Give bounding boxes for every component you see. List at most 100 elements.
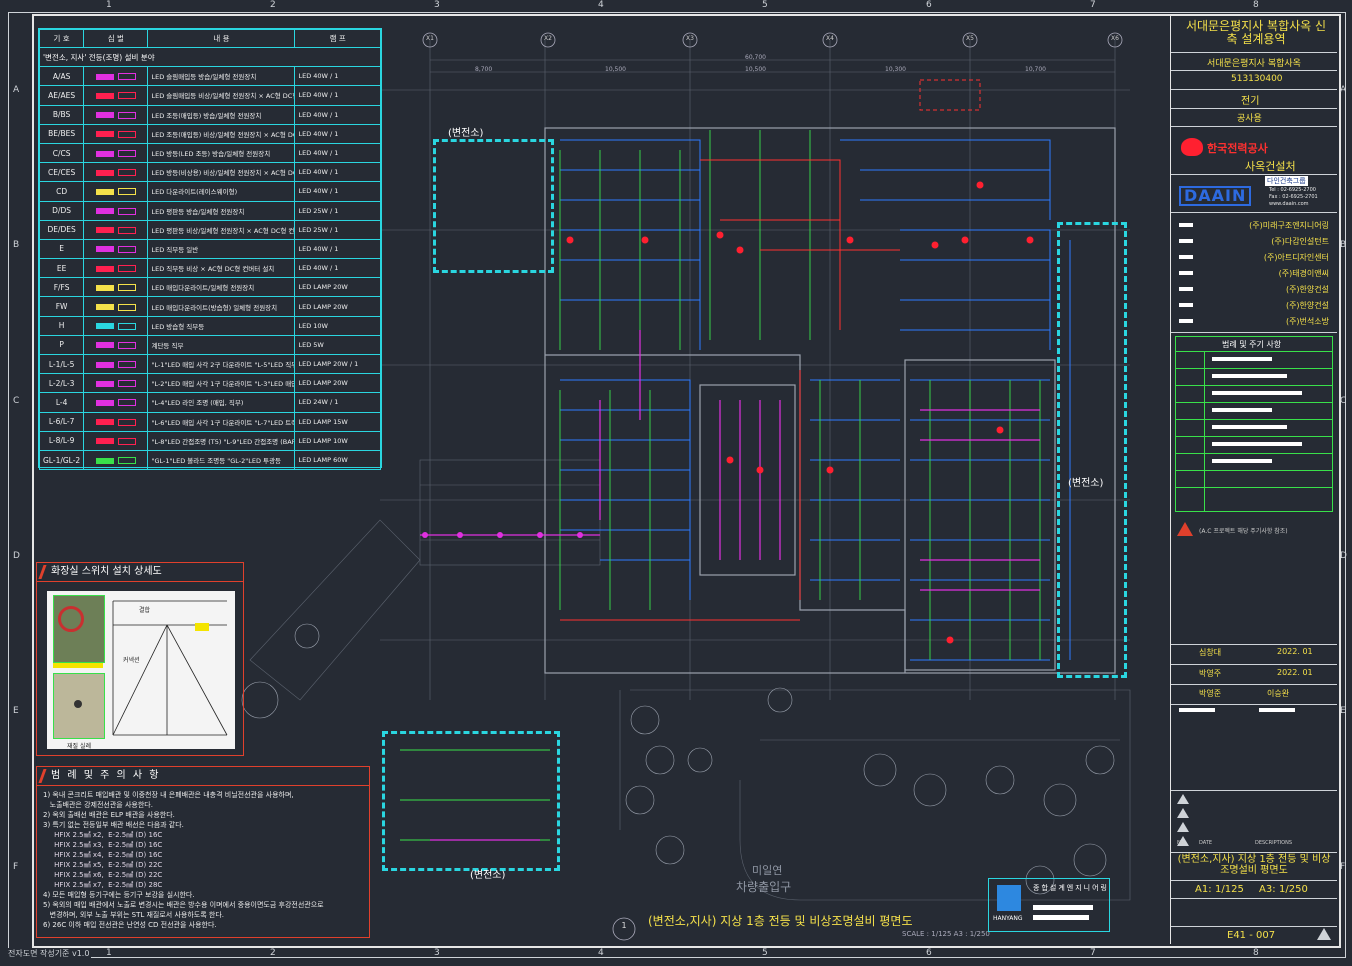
fixture-symbol-icon (117, 341, 136, 349)
legend-lamp: LED LAMP 20W (294, 296, 381, 317)
redacted-bar (1212, 459, 1272, 463)
legend-code: DE/DES (38, 219, 85, 240)
sign-name: 심창대 (1199, 648, 1222, 657)
legend-subtitle: '변전소, 지사' 전등(조명) 설비 분야 (39, 46, 381, 68)
fixture-symbol-icon (95, 150, 114, 157)
column-marker: 6 (926, 948, 932, 958)
tb-divider (1171, 684, 1337, 685)
consultant-redacted-2 (1033, 915, 1089, 920)
fixture-symbol-icon (95, 208, 114, 215)
legend-lamp: LED 40W / 1 (294, 123, 381, 144)
tb-divider (1171, 852, 1337, 853)
legend-symbol-icon (83, 373, 149, 394)
fixture-symbol-icon (95, 380, 114, 387)
switch-detail-drawing: 결합 커넥션 (47, 591, 235, 749)
column-marker: 4 (598, 0, 604, 10)
notes-text: 1) 옥내 콘크리트 매입배관 및 이중천장 내 은폐배관은 내충격 비닐전선관… (37, 786, 369, 930)
footer-note: 전자도면 작성기준 v1.0 (6, 948, 92, 959)
redacted-bar (1179, 223, 1193, 227)
grid-label: X1 (426, 35, 434, 42)
plan-title[interactable]: (변전소,지사) 지상 1층 전등 및 비상조명설비 평면도 (648, 914, 913, 928)
revision-legend-row (1176, 487, 1332, 488)
substation-zone-2[interactable] (1057, 222, 1127, 678)
sign-name: 박영주 (1199, 669, 1222, 678)
grid-label: X6 (1111, 35, 1119, 42)
tb-divider (1171, 108, 1337, 109)
legend-lamp: LED LAMP 15W (294, 411, 381, 432)
legend-lamp: LED 40W / 1 (294, 66, 381, 87)
legend-row: L-4"L-4"LED 라인 조명 (매입, 직부)LED 24W / 1 (38, 392, 381, 413)
sign-date: 2022. 01 (1277, 668, 1313, 677)
row-marker: C (13, 396, 20, 406)
legend-lamp: LED 40W / 1 (294, 104, 381, 125)
switch-detail-box[interactable]: 화장실 스위치 설치 상세도 결합 커넥션 재질 실례 (36, 562, 244, 756)
legend-lamp: LED LAMP 20W / 1 (294, 353, 381, 375)
partner-name: (주)아트디자인센터 (1263, 253, 1329, 262)
column-marker: 3 (434, 948, 440, 958)
fixture-symbol-icon (95, 246, 114, 253)
legend-code: CD (38, 181, 85, 202)
rev-col: DESCRIPTIONS (1255, 840, 1293, 846)
legend-code: EE (38, 258, 85, 279)
substation-zone-3[interactable] (382, 731, 560, 871)
substation-zone-1[interactable] (433, 139, 554, 273)
legend-row: L-2/L-3"L-2"LED 매입 사각 1구 다운라이트 "L-3"LED … (38, 373, 381, 394)
discipline: 전기 (1241, 96, 1260, 107)
legend-symbol-icon (83, 277, 149, 298)
note-line: HFIX 2.5㎟ x6, E-2.5㎟ (D) 22C (43, 871, 163, 879)
partner-name: (주)번석소방 (1285, 317, 1329, 326)
legend-symbol-icon (83, 296, 149, 317)
switch-photo-2 (53, 673, 105, 739)
redacted-bar (1212, 425, 1287, 429)
fixture-symbol-icon (95, 188, 114, 195)
partner-name: (주)한양건설 (1285, 285, 1329, 294)
legend-code: C/CS (38, 142, 85, 164)
consultant-redacted-1 (1033, 905, 1093, 910)
partner-name: (주)미래구조엔지니어링 (1249, 221, 1329, 230)
fixture-symbol-icon (95, 457, 114, 464)
legend-description: LED 평판등 비상/일체형 전원장치 × AC형 DC형 컨버터 설치 (147, 219, 296, 240)
fixture-symbol-icon (117, 207, 136, 215)
legend-symbol-icon (83, 430, 149, 451)
switch-photo-detail (58, 606, 84, 632)
redacted-bar (1212, 408, 1272, 412)
note-line: 4) 모든 매입형 등기구에는 등기구 보강을 실시한다. (43, 891, 195, 899)
column-marker: 5 (762, 948, 768, 958)
legend-symbol-icon (83, 123, 149, 144)
tb-divider (1171, 332, 1337, 333)
legend-header-row: 기 호 심 벌 내 용 램 프 (38, 29, 381, 48)
legend-code: L-1/L-5 (38, 353, 85, 375)
fixture-symbol-icon (117, 303, 136, 311)
legend-lamp: LED LAMP 20W (294, 277, 381, 298)
legend-header: 심 벌 (83, 29, 149, 48)
switch-detail-title: 화장실 스위치 설치 상세도 (37, 563, 243, 582)
column-marker: 4 (598, 948, 604, 958)
legend-lamp: LED LAMP 60W (294, 449, 381, 471)
legend-description: LED 조등(매입등) 방습/일체형 전원장치 (147, 104, 296, 125)
revision-triangle-icon (1177, 822, 1189, 832)
revision-legend-title: 범례 및 주기 사항 (1222, 340, 1282, 349)
redacted-bar (1179, 303, 1193, 307)
fixture-symbol-icon (117, 322, 136, 330)
legend-row: L-6/L-7"L-6"LED 매입 사각 1구 다운라이트 "L-7"LED … (38, 411, 381, 432)
notes-box[interactable]: 범 례 및 주 의 사 항 1) 옥내 콘크리트 매입배관 및 이중천장 내 은… (36, 766, 370, 938)
floor-plan-drawing[interactable] (0, 0, 1170, 966)
legend-description: "L-2"LED 매입 사각 1구 다운라이트 "L-3"LED 매입 스포트 … (147, 373, 296, 394)
note-line: 5) 옥외의 매입 배관에서 노출로 변경시는 배관은 방수용 이며에서 중용이… (43, 901, 324, 909)
tb-divider (1171, 70, 1337, 71)
revision-legend-divider (1204, 351, 1205, 511)
tb-divider (1171, 126, 1337, 127)
dimension-label: 10,500 (745, 66, 766, 73)
legend-table[interactable]: 기 호 심 벌 내 용 램 프 '변전소, 지사' 전등(조명) 설비 분야 A… (38, 28, 382, 471)
detail-caption: 재질 실례 (67, 743, 91, 750)
legend-description: LED 평판등 방습/일체형 전원장치 (147, 200, 296, 221)
designer-group: 다인건축그룹 (1265, 176, 1308, 186)
warning-icon (1177, 522, 1193, 536)
redacted-bar (1212, 357, 1272, 361)
redacted-bar (1179, 319, 1193, 323)
